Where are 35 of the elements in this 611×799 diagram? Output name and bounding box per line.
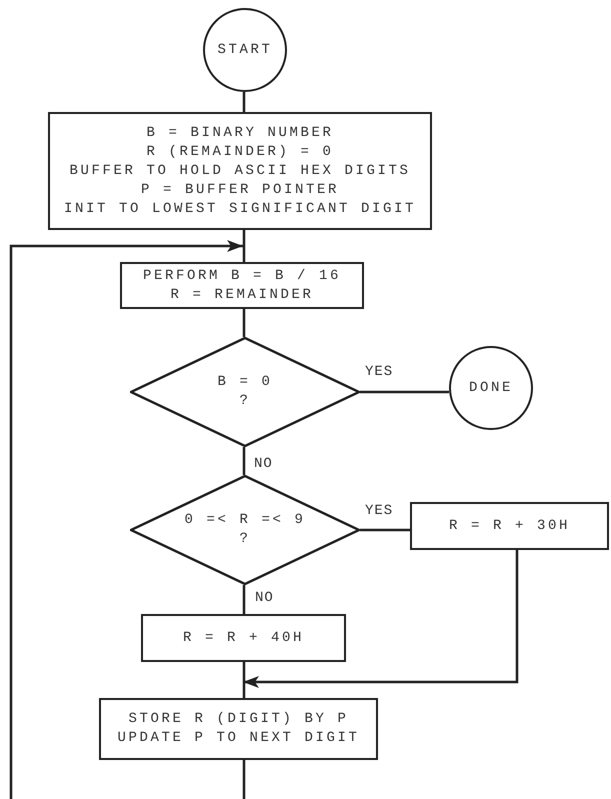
node-text: START bbox=[217, 40, 272, 60]
connector-line bbox=[242, 585, 246, 614]
process-box bbox=[141, 614, 346, 662]
node-text: P = BUFFER POINTER bbox=[140, 180, 340, 200]
node-text: B = 0 bbox=[217, 373, 272, 392]
arrow bbox=[243, 550, 518, 688]
connector-line bbox=[242, 447, 246, 475]
node-text: R (REMAINDER) = 0 bbox=[146, 142, 334, 162]
node-text: DONE bbox=[468, 378, 513, 398]
node-text: R = R + 30H bbox=[448, 516, 570, 536]
node-text: STORE R (DIGIT) BY P bbox=[128, 710, 349, 729]
node-text: B = BINARY NUMBER bbox=[146, 124, 334, 142]
process-box bbox=[99, 698, 378, 760]
decision-diamond bbox=[130, 337, 360, 447]
connector-line bbox=[360, 390, 449, 394]
node-text: ? bbox=[239, 392, 250, 411]
decision-diamond bbox=[130, 475, 360, 585]
connector-line bbox=[242, 760, 246, 799]
node-text: R = R + 40H bbox=[182, 628, 304, 648]
node-text: INIT TO LOWEST SIGNIFICANT DIGIT bbox=[64, 200, 416, 218]
connector-line bbox=[242, 230, 246, 262]
connector-line bbox=[242, 92, 246, 112]
node-text: BUFFER TO HOLD ASCII HEX DIGITS bbox=[69, 162, 411, 180]
process-box bbox=[410, 502, 609, 550]
node-text: 0 =< R =< 9 bbox=[184, 511, 306, 530]
process-box bbox=[48, 112, 432, 230]
node-text: R = REMAINDER bbox=[170, 286, 314, 304]
node-text: ? bbox=[239, 530, 250, 549]
connector-line bbox=[360, 528, 410, 532]
arrow bbox=[10, 240, 243, 799]
node-text: UPDATE P TO NEXT DIGIT bbox=[117, 729, 360, 748]
connector-line bbox=[242, 309, 246, 337]
process-box bbox=[120, 262, 364, 309]
node-text: PERFORM B = B / 16 bbox=[142, 266, 342, 286]
connector-line bbox=[242, 662, 246, 698]
